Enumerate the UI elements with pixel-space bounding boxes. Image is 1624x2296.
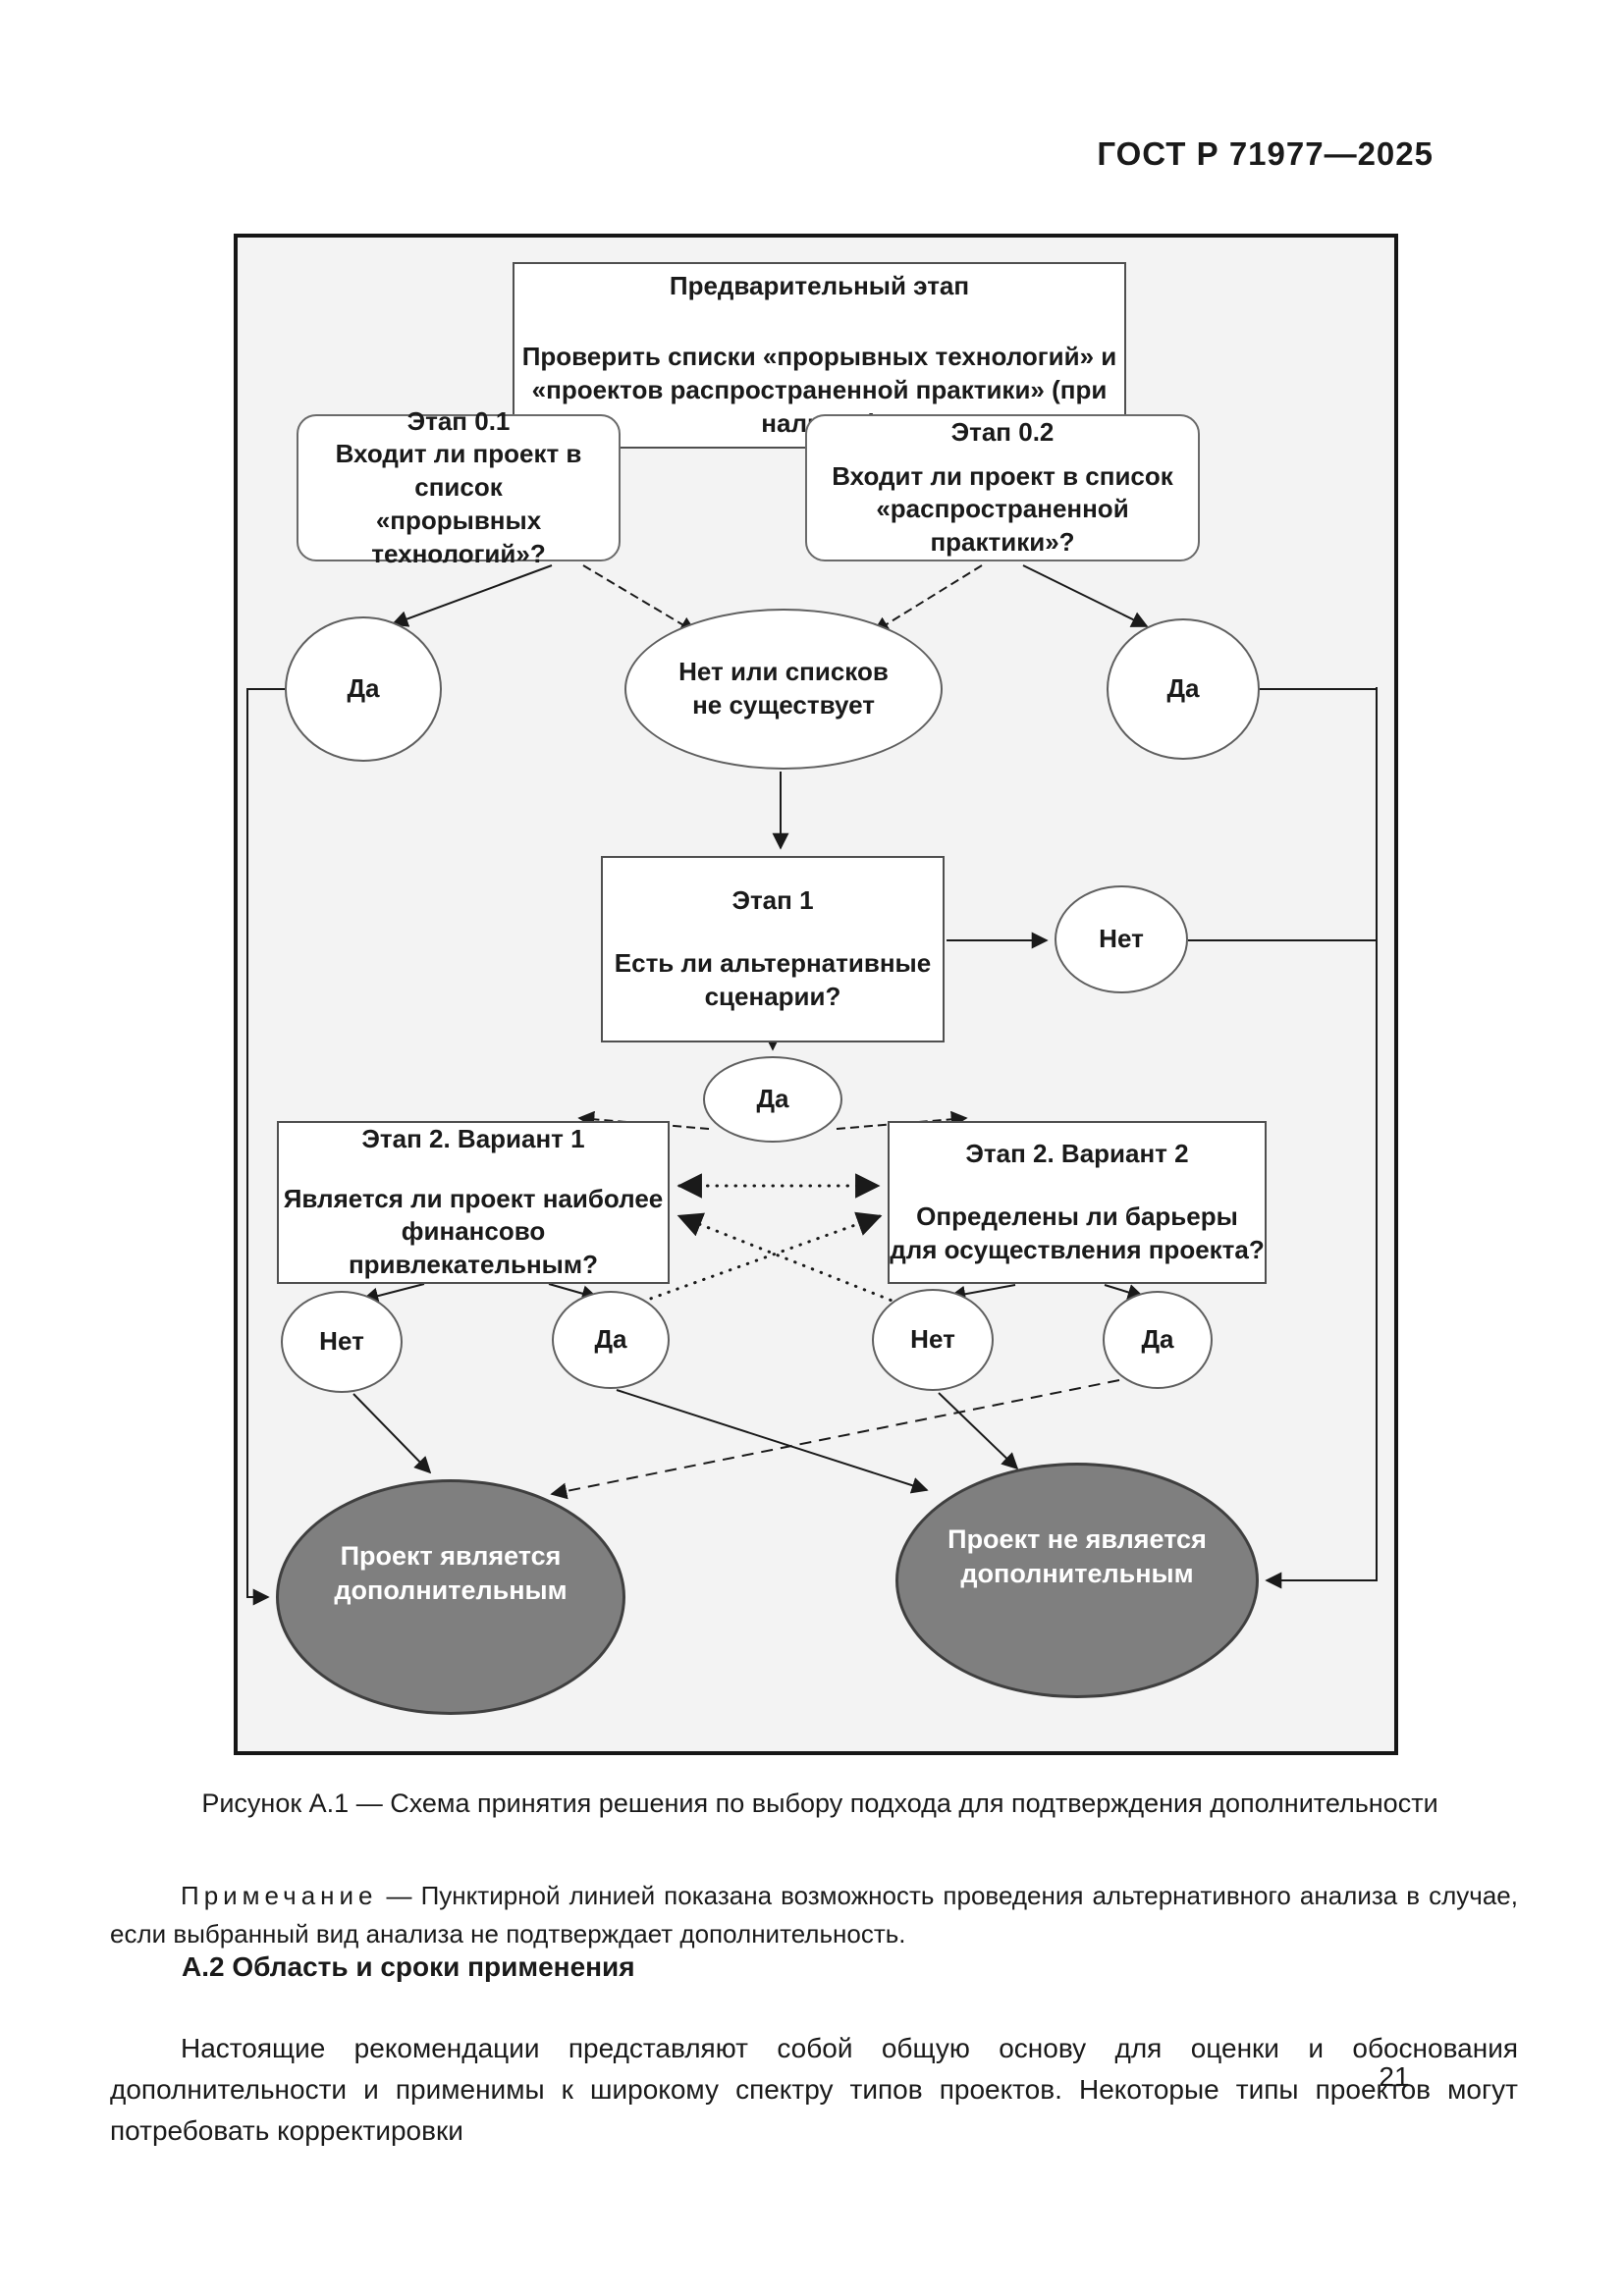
- node-step-0-1: Этап 0.1 Входит ли проект в список «прор…: [297, 406, 621, 568]
- node-pre-stage-line1: Проверить списки «прорывных технологий» …: [521, 342, 1117, 372]
- node-yes-right-label: Да: [1166, 673, 1200, 704]
- node-step-1-yes: Да: [703, 1056, 842, 1143]
- node-step-0-2-line1: Входит ли проект в список: [832, 460, 1173, 491]
- node-step-1-line1: Есть ли альтернативные: [614, 948, 932, 979]
- node-outcome-additional-line1: Проект является: [340, 1540, 562, 1571]
- section-heading: А.2 Область и сроки применения: [182, 1951, 635, 1982]
- node-step-2-variant-2-title: Этап 2. Вариант 2: [965, 1139, 1189, 1169]
- dotted-v1yes-to-variant2: [640, 1211, 883, 1304]
- node-step-2-variant-2-line1: Определены ли барьеры: [916, 1201, 1238, 1232]
- node-step-1-no-label: Нет: [1099, 924, 1144, 954]
- node-step-2-variant-2: Этап 2. Вариант 2 Определены ли барьеры …: [888, 1121, 1267, 1284]
- node-outcome-not-additional: Проект не является дополнительным: [895, 1463, 1259, 1698]
- node-outcome-not-additional-line2: дополнительным: [960, 1559, 1194, 1588]
- arrow-yes-to-variant1: [577, 1110, 710, 1130]
- node-yes-left-label: Да: [347, 673, 380, 704]
- node-v2-yes-label: Да: [1141, 1324, 1174, 1355]
- node-outcome-additional-line2: дополнительным: [334, 1575, 568, 1605]
- node-v2-no-label: Нет: [910, 1324, 955, 1355]
- node-step-2-variant-2-line2: для осуществления проекта?: [890, 1234, 1265, 1264]
- flowchart-connectors: [246, 564, 1378, 1606]
- node-step-0-2-line2: «распространенной практики»?: [876, 494, 1129, 558]
- node-yes-right: Да: [1107, 618, 1260, 760]
- node-pre-stage-title: Предварительный этап: [669, 271, 970, 301]
- arrow-step02-to-yes-right: [1022, 564, 1149, 627]
- node-yes-left: Да: [285, 616, 442, 762]
- node-v1-yes: Да: [552, 1291, 670, 1389]
- document-header: ГОСТ Р 71977—2025: [1097, 135, 1434, 172]
- arrow-v2no-to-not-additional: [938, 1392, 1019, 1470]
- node-step-1-line2: сценарии?: [704, 981, 841, 1011]
- figure-note-text: — Пунктирной линией показана возможность…: [110, 1881, 1518, 1949]
- arrow-step01-to-yes-left: [391, 564, 553, 627]
- node-outcome-additional: Проект является дополнительным: [276, 1479, 625, 1715]
- node-v1-yes-label: Да: [594, 1324, 627, 1355]
- node-step-2-variant-1: Этап 2. Вариант 1 Является ли проект наи…: [277, 1121, 670, 1284]
- node-v2-no: Нет: [872, 1289, 994, 1391]
- figure-note-label: Примечание: [181, 1881, 378, 1910]
- node-v2-yes: Да: [1103, 1291, 1213, 1389]
- figure-a1-flowchart: Предварительный этап Проверить списки «п…: [234, 234, 1398, 1755]
- right-rail-to-not-additional: [1265, 687, 1378, 1589]
- section-body: Настоящие рекомендации представляют собо…: [110, 2033, 1518, 2146]
- node-v1-no: Нет: [281, 1291, 403, 1393]
- node-step-0-1-line1: Входит ли проект в список: [335, 439, 582, 503]
- dotted-v2no-to-variant1: [677, 1212, 901, 1306]
- arrow-v1no-to-additional: [352, 1393, 432, 1474]
- node-step-2-variant-1-title: Этап 2. Вариант 1: [361, 1124, 585, 1153]
- node-v1-no-label: Нет: [319, 1326, 364, 1357]
- node-step-0-2-title: Этап 0.2: [950, 417, 1055, 447]
- node-step-1-no: Нет: [1055, 885, 1188, 993]
- node-step-1: Этап 1 Есть ли альтернативные сценарии?: [601, 856, 945, 1042]
- node-step-0-2: Этап 0.2 Входит ли проект в список «расп…: [805, 414, 1200, 561]
- node-no-lists: Нет или списков не существует: [624, 609, 943, 770]
- node-step-2-variant-1-line2: финансово привлекательным?: [348, 1216, 599, 1280]
- arrow-step02-to-nolists: [872, 564, 983, 633]
- node-outcome-not-additional-line1: Проект не является: [947, 1523, 1207, 1554]
- arrow-v1-to-no: [361, 1283, 425, 1305]
- node-no-lists-line1: Нет или списков: [678, 657, 889, 687]
- figure-caption: Рисунок А.1 — Схема принятия решения по …: [201, 1789, 1438, 1818]
- node-step-0-1-line2: «прорывных технологий»?: [371, 505, 546, 568]
- dash-v2yes-to-additional: [550, 1379, 1120, 1500]
- figure-note: Примечание — Пунктирной линией показана …: [110, 1877, 1518, 1953]
- node-step-0-1-title: Этап 0.1: [406, 405, 511, 436]
- left-rail-to-additional: [246, 688, 285, 1606]
- arrow-step01-to-nolists: [582, 564, 697, 633]
- arrow-v1yes-to-not-additional: [616, 1389, 929, 1494]
- page-number: 21: [1379, 2061, 1410, 2092]
- node-step-2-variant-1-line1: Является ли проект наиболее: [283, 1183, 664, 1213]
- node-step-1-yes-label: Да: [756, 1084, 789, 1114]
- node-step-1-title: Этап 1: [731, 885, 814, 916]
- node-no-lists-line2: не существует: [692, 690, 875, 720]
- arrow-yes-to-variant2: [836, 1110, 968, 1130]
